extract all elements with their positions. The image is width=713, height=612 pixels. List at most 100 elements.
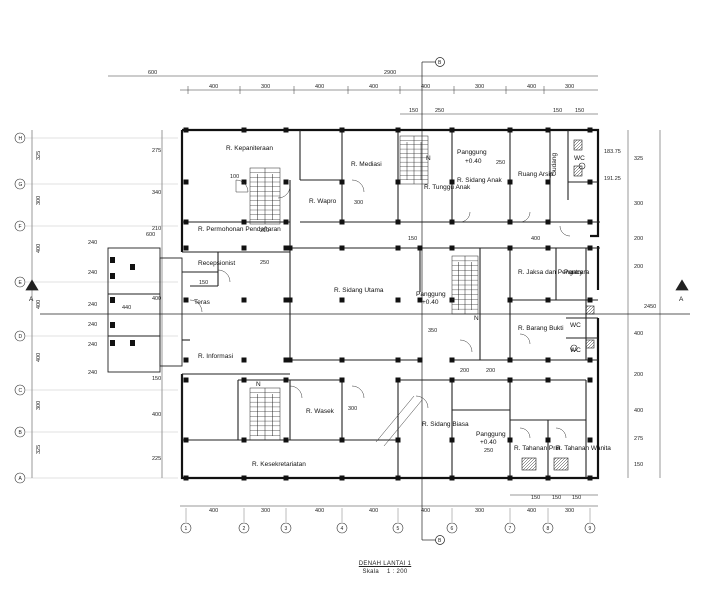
column xyxy=(395,127,401,133)
dim-left-inner: 400 xyxy=(152,296,161,302)
column xyxy=(339,377,345,383)
dim-left-span: 300 xyxy=(36,401,42,410)
grid-bubble xyxy=(392,522,404,534)
dim-bottom-sub-2: 150 xyxy=(552,495,561,501)
stair-arrow xyxy=(458,262,472,310)
dim-left-span: 300 xyxy=(36,196,42,205)
drawing-title-block: DENAH LANTAI 1 Skala 1 : 200 xyxy=(330,560,440,576)
column xyxy=(183,127,189,133)
dim-misc-11: 300 xyxy=(348,406,357,412)
column xyxy=(417,245,423,251)
column xyxy=(339,127,345,133)
column xyxy=(283,179,289,185)
column xyxy=(395,297,401,303)
dim-entry: 240 xyxy=(88,322,97,328)
section-b-top: B xyxy=(438,60,442,66)
stair-north xyxy=(399,135,429,185)
north-mark-stair-n: N xyxy=(426,155,431,162)
dim-top-span: 400 xyxy=(209,84,218,90)
dim-entry-width: 440 xyxy=(122,305,131,311)
toilet-fixtures xyxy=(521,139,595,471)
column xyxy=(395,219,401,225)
grid-bubble xyxy=(14,426,26,438)
room-teras: Teras xyxy=(194,299,211,306)
room-sidang-biasa: R. Sidang Biasa xyxy=(422,421,469,428)
grid-bubble xyxy=(14,472,26,484)
room-panggung-top-level: +0.40 xyxy=(465,158,482,165)
room-sidang-utama: R. Sidang Utama xyxy=(334,287,384,294)
column xyxy=(507,297,513,303)
bottom-dimensions xyxy=(180,494,598,507)
room-ruang-arsip: Ruang Arsip xyxy=(518,171,554,178)
column xyxy=(241,377,247,383)
room-panggung-mid: Panggung xyxy=(416,291,446,298)
column xyxy=(339,297,345,303)
grid-row-label: A xyxy=(19,476,23,482)
column xyxy=(283,219,289,225)
column xyxy=(241,437,247,443)
column xyxy=(507,179,513,185)
grid-column-label: 6 xyxy=(451,526,454,532)
dim-misc-12: 250 xyxy=(496,160,505,166)
dim-left-inner: 150 xyxy=(152,376,161,382)
column xyxy=(587,297,593,303)
column xyxy=(507,377,513,383)
column xyxy=(587,219,593,225)
stair-arrow xyxy=(257,174,273,220)
dim-top-span: 300 xyxy=(475,84,484,90)
dim-top-overall: 2900 xyxy=(384,70,396,76)
column xyxy=(417,357,423,363)
dim-right-span: 200 xyxy=(634,264,643,270)
dim-top-sub-3: 150 xyxy=(553,108,562,114)
column xyxy=(183,245,189,251)
column xyxy=(545,297,551,303)
north-mark-stair-sw: N xyxy=(256,381,261,388)
grid-column-label: 3 xyxy=(285,526,288,532)
room-kepaniteraan: R. Kepaniteraan xyxy=(226,145,273,152)
dim-bottom-span: 400 xyxy=(527,508,536,514)
grid-bubble xyxy=(14,132,26,144)
dim-top-sub-2: 250 xyxy=(435,108,444,114)
column xyxy=(449,377,455,383)
dim-misc-6: 350 xyxy=(428,328,437,334)
room-tunggu-anak: R. Tunggu Anak xyxy=(424,184,471,191)
column xyxy=(241,127,247,133)
right-dimensions xyxy=(627,130,661,478)
dim-bottom-span: 400 xyxy=(369,508,378,514)
dim-right-span: 300 xyxy=(634,201,643,207)
grid-row-label: D xyxy=(19,334,23,340)
grid-bubble xyxy=(14,178,26,190)
column xyxy=(417,297,423,303)
dim-misc-5: 300 xyxy=(354,200,363,206)
dim-right-span: 275 xyxy=(634,436,643,442)
column xyxy=(395,437,401,443)
column xyxy=(507,437,513,443)
dim-top-left-offset: 600 xyxy=(148,70,157,76)
room-wc-mid: WC xyxy=(570,322,581,329)
grid-bubble xyxy=(504,522,516,534)
column xyxy=(339,475,345,481)
column xyxy=(183,475,189,481)
room-barang-bukti: R. Barang Bukti xyxy=(518,325,564,332)
dim-bottom-span: 300 xyxy=(565,508,574,514)
column xyxy=(449,179,455,185)
dim-top-span: 400 xyxy=(421,84,430,90)
column xyxy=(287,297,293,303)
dim-entry: 240 xyxy=(88,240,97,246)
dim-left-inner: 400 xyxy=(152,412,161,418)
dim-left-span: 400 xyxy=(36,353,42,362)
dim-bottom-span: 400 xyxy=(315,508,324,514)
column xyxy=(545,219,551,225)
dim-top-span: 400 xyxy=(315,84,324,90)
column xyxy=(241,475,247,481)
column xyxy=(395,179,401,185)
grid-column-label: 9 xyxy=(589,526,592,532)
column xyxy=(545,357,551,363)
dim-top-span: 300 xyxy=(261,84,270,90)
column xyxy=(545,377,551,383)
column xyxy=(587,127,593,133)
left-dimensions xyxy=(31,130,163,478)
column xyxy=(287,357,293,363)
